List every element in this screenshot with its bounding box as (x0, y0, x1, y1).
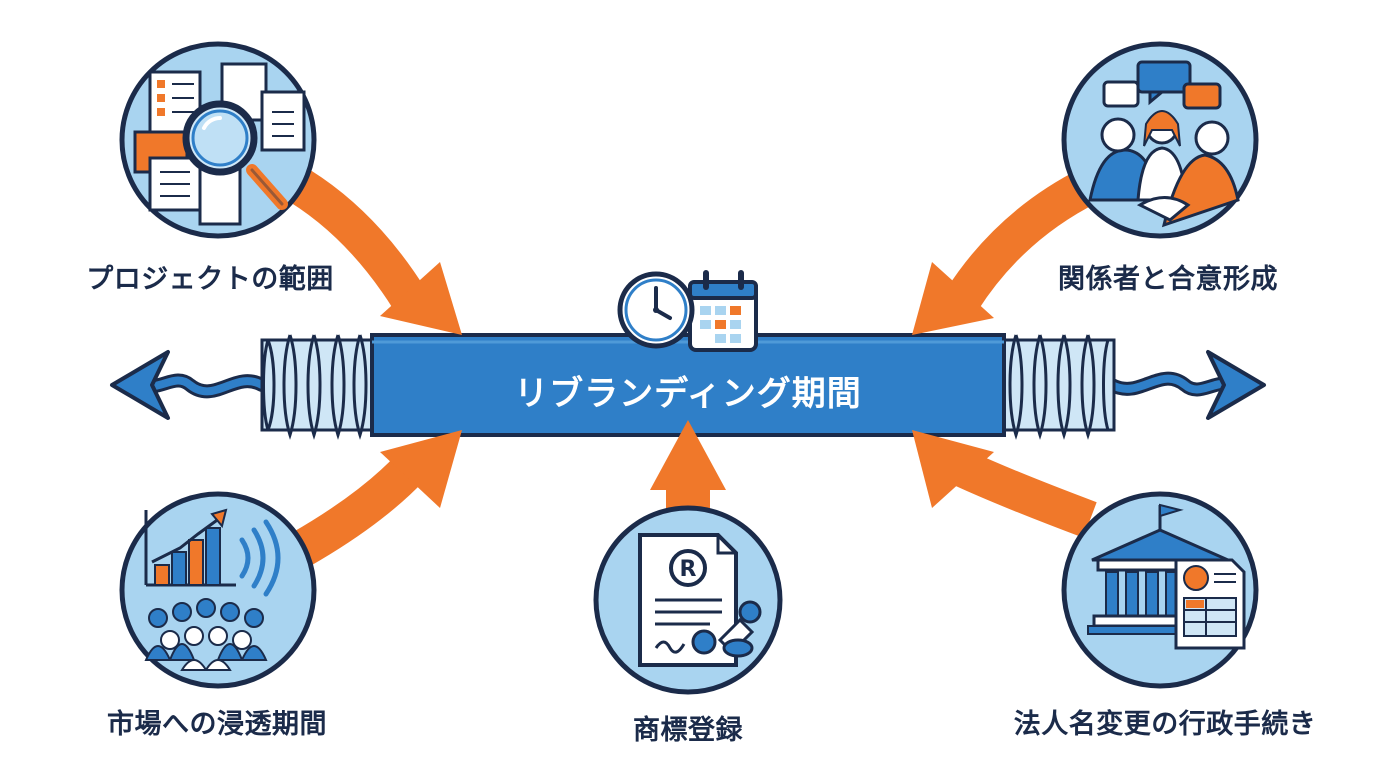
label-market: 市場への浸透期間 (107, 709, 327, 740)
arrow-bottom-right (912, 430, 1097, 538)
label-trademark: 商標登録 (633, 715, 743, 746)
label-stakeholder: 関係者と合意形成 (1058, 264, 1278, 295)
document-magnifier-icon (119, 41, 317, 239)
handshake-people-icon (1061, 41, 1259, 239)
center-title: リブランディング期間 (514, 374, 862, 414)
left-coil (260, 334, 374, 440)
label-legal: 法人名変更の行政手続き (1013, 709, 1317, 740)
left-wavy-arrow (110, 350, 269, 420)
right-wavy-arrow (1105, 350, 1266, 420)
arrow-top-right (912, 168, 1099, 335)
orange-arrows (280, 163, 1099, 567)
growth-chart-audience-icon (119, 491, 317, 689)
clock-calendar-icon (617, 270, 758, 352)
trademark-certificate-icon: R (593, 505, 783, 695)
central-bar (370, 333, 1006, 437)
svg-text:R: R (680, 557, 697, 582)
right-coil (1002, 334, 1116, 440)
government-building-icon (1061, 491, 1259, 689)
arrow-top-left (280, 163, 462, 335)
label-project-scope: プロジェクトの範囲 (86, 264, 334, 295)
arrow-bottom-left (290, 430, 462, 567)
